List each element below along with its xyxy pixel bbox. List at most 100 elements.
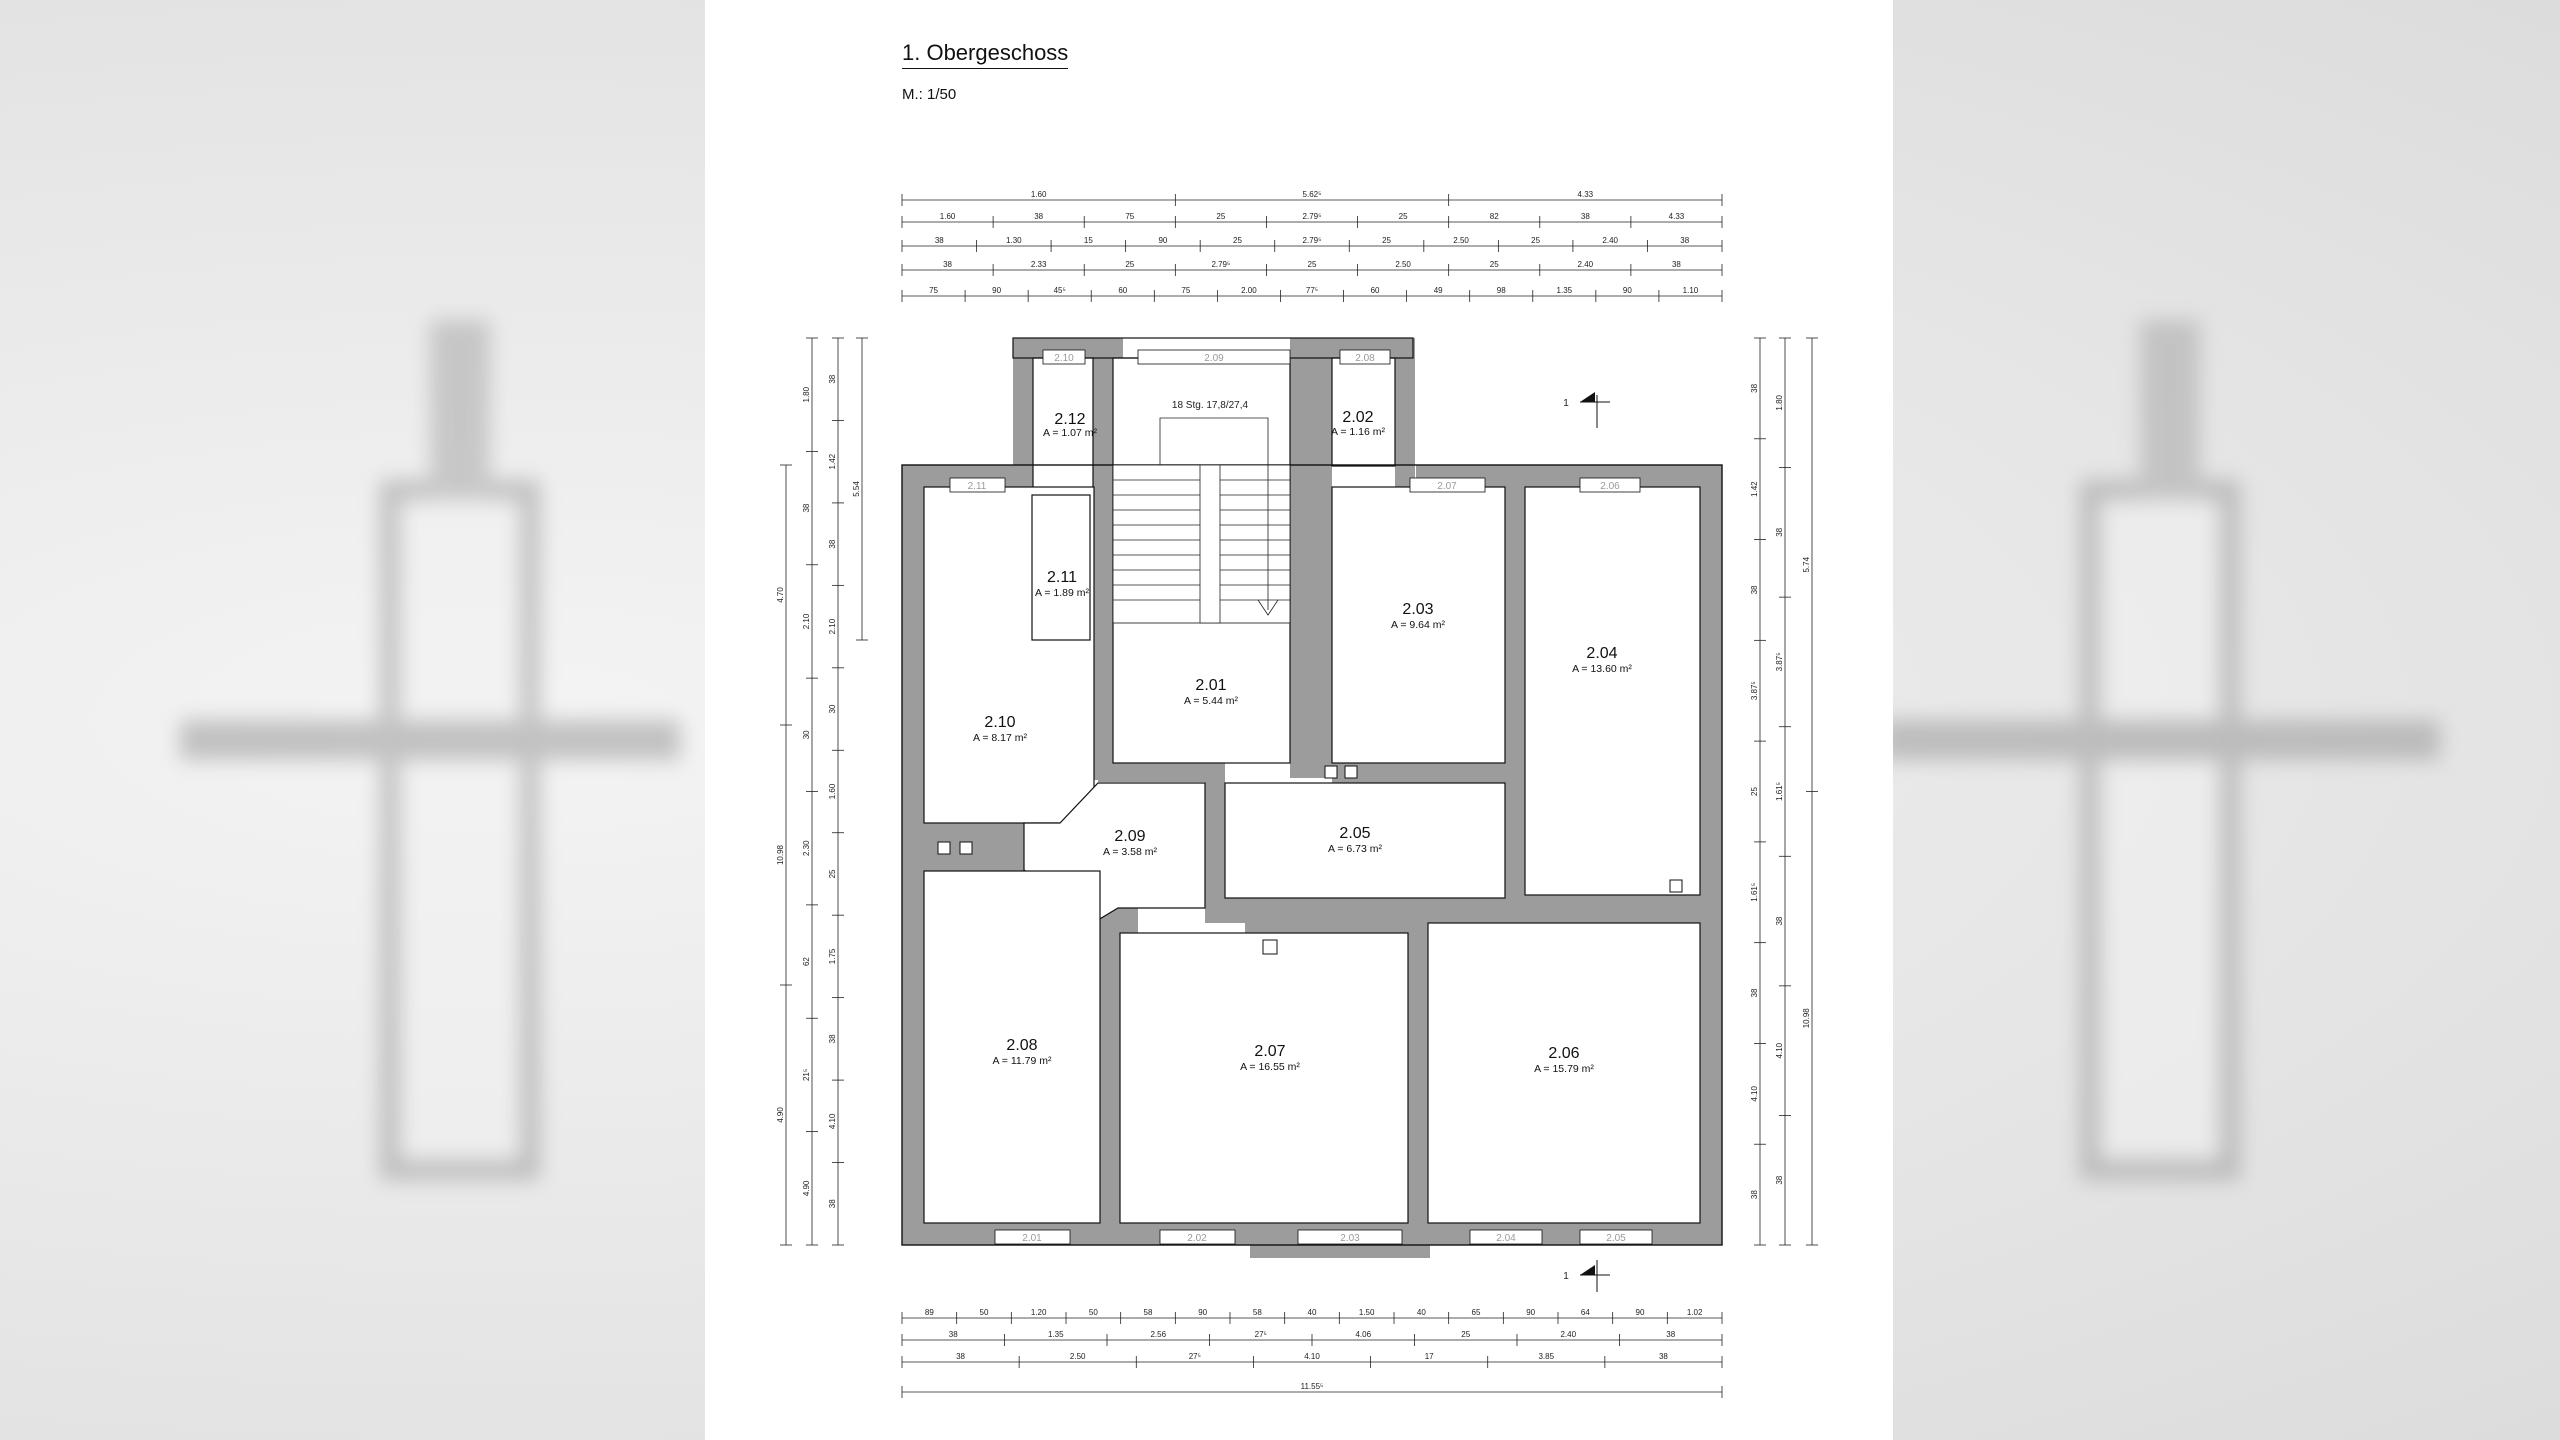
stair-label: 18 Stg. 17,8/27,4 bbox=[1172, 400, 1249, 411]
dim-right-mid-label: 4.10 bbox=[1775, 1042, 1784, 1058]
window-label: 2.10 bbox=[1054, 353, 1074, 364]
dim-bottom-2-label: 1.35 bbox=[1048, 1330, 1064, 1339]
dim-right-inner-label: 38 bbox=[1750, 585, 1759, 594]
dim-left-inner-label: 1.75 bbox=[828, 948, 837, 964]
dim-top-1-label: 5.62⁵ bbox=[1303, 190, 1322, 199]
dim-right-mid-label: 38 bbox=[1775, 1175, 1784, 1184]
dim-left-mid-label: 1.80 bbox=[802, 386, 811, 402]
room-area: A = 1.89 m² bbox=[1035, 587, 1089, 599]
room-number: 2.08 bbox=[1006, 1037, 1037, 1054]
dim-bottom-3-label: 2.50 bbox=[1070, 1352, 1086, 1361]
section-marker-top: 1 bbox=[1563, 392, 1610, 428]
dim-top-2-label: 1.60 bbox=[940, 212, 956, 221]
dim-top-5-label: 1.35 bbox=[1557, 286, 1573, 295]
dim-top-3-label: 1.30 bbox=[1006, 236, 1022, 245]
window-label: 2.04 bbox=[1496, 1233, 1516, 1244]
dim-bottom-1-label: 90 bbox=[1198, 1308, 1207, 1317]
dim-bottom-1-label: 50 bbox=[980, 1308, 989, 1317]
dim-left-inner-label: 1.60 bbox=[828, 783, 837, 799]
dim-right-outer-label: 5.74 bbox=[1802, 556, 1811, 572]
dim-bottom-1-label: 64 bbox=[1581, 1308, 1590, 1317]
window-label: 2.11 bbox=[968, 481, 987, 492]
dim-top-2-label: 25 bbox=[1399, 212, 1408, 221]
dim-left-side-label: 5.54 bbox=[852, 481, 861, 497]
dim-bottom-1-label: 58 bbox=[1253, 1308, 1262, 1317]
dim-left-mid-label: 38 bbox=[802, 503, 811, 512]
chimneys bbox=[937, 765, 1683, 955]
dim-right-inner-label: 1.42 bbox=[1750, 481, 1759, 497]
dim-top-3-label: 38 bbox=[1680, 236, 1689, 245]
dim-right-inner-label: 38 bbox=[1750, 383, 1759, 392]
dim-right-inner-label: 3.87⁵ bbox=[1750, 681, 1759, 700]
dim-bottom-3-label: 17 bbox=[1425, 1352, 1434, 1361]
drawing-scale: M.: 1/50 bbox=[902, 86, 957, 103]
dim-right-inner-label: 38 bbox=[1750, 1190, 1759, 1199]
dim-top-1-label: 4.33 bbox=[1578, 190, 1594, 199]
dim-left-inner-label: 30 bbox=[828, 704, 837, 713]
dim-right-mid-label: 1.80 bbox=[1775, 394, 1784, 410]
dim-top-5-label: 90 bbox=[992, 286, 1001, 295]
dim-left-outer-label: 10.98 bbox=[776, 844, 785, 865]
dim-bottom-2-label: 38 bbox=[1666, 1330, 1675, 1339]
dim-top-5-label: 60 bbox=[1118, 286, 1127, 295]
dim-top-3-label: 2.40 bbox=[1602, 236, 1618, 245]
dim-top-4-label: 2.50 bbox=[1395, 260, 1411, 269]
dim-top-3-label: 25 bbox=[1531, 236, 1540, 245]
dim-bottom-3-label: 3.85 bbox=[1538, 1352, 1554, 1361]
dim-bottom-1-label: 1.02 bbox=[1687, 1308, 1703, 1317]
svg-text:1: 1 bbox=[1563, 1271, 1569, 1282]
window-label: 2.08 bbox=[1355, 353, 1375, 364]
dim-top-4-label: 25 bbox=[1490, 260, 1499, 269]
dim-left-mid-label: 2.10 bbox=[802, 613, 811, 629]
section-marker-bottom: 1 bbox=[1563, 1260, 1610, 1292]
room-number: 2.09 bbox=[1114, 828, 1145, 845]
dim-top-3-label: 15 bbox=[1084, 236, 1093, 245]
room-area: A = 16.55 m² bbox=[1240, 1061, 1300, 1073]
room-number: 2.10 bbox=[984, 714, 1015, 731]
dim-left-outer-label: 4.90 bbox=[776, 1107, 785, 1123]
room-area: A = 1.16 m² bbox=[1331, 426, 1385, 438]
dim-right-mid-label: 38 bbox=[1775, 916, 1784, 925]
room-number: 2.04 bbox=[1586, 645, 1617, 662]
dim-top-2-label: 25 bbox=[1216, 212, 1225, 221]
staircase bbox=[1112, 417, 1291, 624]
dim-top-5-label: 98 bbox=[1497, 286, 1506, 295]
dim-top-5-label: 1.10 bbox=[1683, 286, 1699, 295]
dim-bottom-3-label: 38 bbox=[1659, 1352, 1668, 1361]
dim-top-4-label: 38 bbox=[1672, 260, 1681, 269]
dim-right-inner-label: 25 bbox=[1750, 787, 1759, 796]
room-area: A = 1.07 m² bbox=[1043, 427, 1097, 439]
dim-left-inner-label: 4.10 bbox=[828, 1113, 837, 1129]
dim-right-outer-label: 10.98 bbox=[1802, 1008, 1811, 1029]
dim-top-2-label: 4.33 bbox=[1669, 212, 1685, 221]
dim-left-outer-label: 4.70 bbox=[776, 587, 785, 603]
dim-top-5-label: 45⁵ bbox=[1054, 286, 1066, 295]
dim-right-inner-label: 38 bbox=[1750, 988, 1759, 997]
dim-top-4-label: 2.33 bbox=[1031, 260, 1047, 269]
dim-top-5-label: 75 bbox=[1181, 286, 1190, 295]
dim-top-1-label: 1.60 bbox=[1031, 190, 1047, 199]
dim-left-mid-label: 62 bbox=[802, 957, 811, 966]
drawing-title: 1. Obergeschoss bbox=[902, 40, 1069, 69]
dim-top-3-label: 38 bbox=[935, 236, 944, 245]
windows: 2.10 2.09 2.08 2.11 2.07 2.06 2.01 2.02 … bbox=[949, 349, 1653, 1245]
dim-bottom-3-label: 4.10 bbox=[1304, 1352, 1320, 1361]
dim-bottom-1-label: 58 bbox=[1144, 1308, 1153, 1317]
room-number: 2.12 bbox=[1054, 411, 1085, 428]
window-label: 2.03 bbox=[1340, 1233, 1360, 1244]
dim-bottom-2-label: 2.56 bbox=[1150, 1330, 1166, 1339]
room-area: A = 15.79 m² bbox=[1534, 1063, 1594, 1075]
room-area: A = 3.58 m² bbox=[1103, 846, 1157, 858]
room-outlines bbox=[923, 357, 1701, 1224]
dim-left-inner-label: 1.42 bbox=[828, 453, 837, 469]
dim-top-4-label: 25 bbox=[1308, 260, 1317, 269]
walls bbox=[902, 338, 1722, 1258]
dim-top-5-label: 2.00 bbox=[1241, 286, 1257, 295]
dim-bottom-2-label: 27⁵ bbox=[1255, 1330, 1267, 1339]
dim-right-inner-label: 1.61⁵ bbox=[1750, 883, 1759, 902]
room-area: A = 5.44 m² bbox=[1184, 695, 1238, 707]
dim-right-mid-label: 38 bbox=[1775, 527, 1784, 536]
dim-left-mid-label: 4.90 bbox=[802, 1180, 811, 1196]
dim-top-4-label: 2.40 bbox=[1578, 260, 1594, 269]
